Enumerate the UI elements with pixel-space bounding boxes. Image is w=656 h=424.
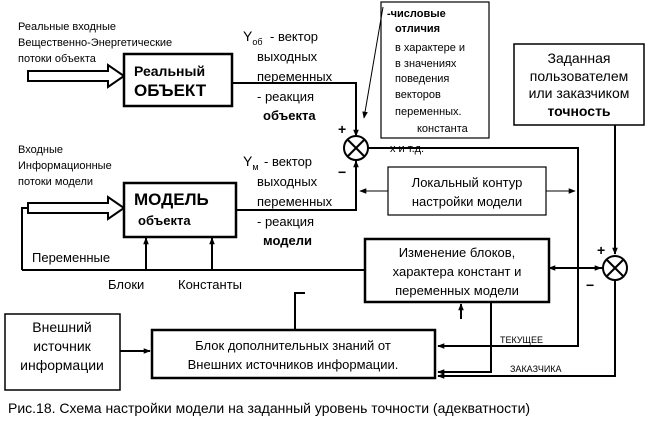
current-feedback	[437, 270, 579, 349]
svg-text:в значениях: в значениях	[395, 58, 457, 70]
svg-text:пользователем: пользователем	[530, 68, 629, 84]
svg-text:отличия: отличия	[395, 23, 440, 35]
comparator-2-minus: −	[586, 277, 594, 293]
info-input-hollow-arrow	[27, 195, 126, 221]
comparator-1-to-comparator-2	[368, 147, 579, 270]
change-box-to-knowledge	[437, 302, 492, 375]
comparator-2	[602, 255, 628, 281]
y-m-label: Yм - вектор выходных переменных - реакци…	[243, 153, 333, 248]
info-input-label: Входные Информационные потоки модели	[18, 144, 112, 188]
model-box: МОДЕЛЬ объекта	[122, 181, 238, 239]
comparator-2-plus: +	[597, 242, 605, 258]
real-input-hollow-arrow	[27, 63, 126, 89]
change-box: Изменение блоков, характера констант и п…	[363, 237, 551, 304]
svg-text:Yм: Yм	[243, 153, 259, 172]
comparator-1-minus: −	[338, 164, 346, 180]
svg-text:Изменение блоков,: Изменение блоков,	[399, 245, 516, 260]
svg-text:константа: константа	[417, 123, 469, 135]
svg-text:- вектор: - вектор	[264, 154, 312, 169]
real-output-line	[232, 82, 359, 137]
svg-text:переменных модели: переменных модели	[395, 283, 519, 298]
knowledge-box: Блок дополнительных знаний от Внешних ис…	[150, 328, 437, 380]
svg-text:информации: информации	[20, 357, 104, 373]
svg-text:объекта: объекта	[138, 213, 191, 228]
customer-label: ЗАКАЗЧИКА	[510, 364, 562, 374]
svg-text:объекта: объекта	[263, 108, 316, 123]
differences-box: -числовые отличия в характере и в значен…	[380, 1, 490, 139]
real-input-label: Реальные входные Вещественно-Энергетичес…	[18, 21, 172, 65]
svg-text:характера констант и: характера констант и	[393, 264, 522, 279]
svg-text:векторов: векторов	[395, 89, 441, 101]
comparator-1-plus: +	[338, 121, 346, 137]
current-label: ТЕКУЩЕЕ	[500, 335, 543, 345]
customer-feedback	[437, 280, 616, 379]
constants-label: Константы	[178, 277, 242, 292]
svg-text:Информационные: Информационные	[18, 160, 112, 172]
svg-text:Внешний: Внешний	[32, 319, 91, 335]
local-loop-box: Локальный контур настройки модели	[387, 166, 547, 216]
svg-text:Вещественно-Энергетические: Вещественно-Энергетические	[18, 37, 172, 49]
accuracy-box: Заданная пользователем или заказчиком то…	[513, 43, 645, 126]
svg-text:Реальные входные: Реальные входные	[18, 21, 116, 33]
svg-text:-числовые: -числовые	[387, 8, 446, 20]
svg-text:Входные: Входные	[18, 144, 63, 156]
external-source-box: Внешний источник информации	[4, 313, 121, 391]
svg-text:или заказчиком: или заказчиком	[529, 85, 630, 101]
real-object-box: Реальный ОБЪЕКТ	[122, 52, 234, 108]
svg-text:настройки модели: настройки модели	[412, 194, 522, 209]
svg-text:потоки модели: потоки модели	[18, 176, 93, 188]
svg-text:- реакция: - реакция	[257, 89, 314, 104]
svg-text:ОБЪЕКТ: ОБЪЕКТ	[134, 81, 207, 100]
y-ob-label: Yоб - вектор выходных переменных - реакц…	[243, 28, 333, 123]
differences-pointer	[362, 6, 384, 119]
svg-text:переменных: переменных	[257, 194, 333, 209]
comparator-1	[343, 135, 369, 161]
svg-text:точность: точность	[547, 103, 610, 119]
svg-text:Реальный: Реальный	[134, 63, 205, 79]
svg-text:Локальный контур: Локальный контур	[412, 175, 523, 190]
svg-text:в характере и: в характере и	[395, 42, 465, 54]
svg-text:источник: источник	[33, 338, 91, 354]
svg-text:- реакция: - реакция	[257, 214, 314, 229]
svg-text:поведения: поведения	[395, 73, 449, 85]
svg-text:переменных: переменных	[257, 69, 333, 84]
svg-text:МОДЕЛЬ: МОДЕЛЬ	[134, 190, 209, 209]
svg-text:выходных: выходных	[257, 174, 318, 189]
variables-feedback	[21, 207, 28, 270]
svg-text:Блок дополнительных знаний от: Блок дополнительных знаний от	[195, 338, 391, 353]
svg-text:выходных: выходных	[257, 49, 318, 64]
model-output-line	[236, 160, 359, 211]
svg-text:Внешних источников информации.: Внешних источников информации.	[188, 357, 399, 372]
svg-text:потоки объекта: потоки объекта	[18, 53, 97, 65]
figure-caption: Рис.18. Схема настройки модели на заданн…	[8, 400, 530, 416]
knowledge-to-feedback-line	[294, 292, 305, 330]
variables-label: Переменные	[32, 250, 110, 265]
blocks-label: Блоки	[108, 277, 144, 292]
svg-text:переменных.: переменных.	[395, 106, 462, 118]
svg-text:Заданная: Заданная	[547, 50, 610, 66]
svg-text:модели: модели	[263, 233, 312, 248]
svg-text:Yоб: Yоб	[243, 28, 263, 47]
svg-text:- вектор: - вектор	[270, 29, 318, 44]
